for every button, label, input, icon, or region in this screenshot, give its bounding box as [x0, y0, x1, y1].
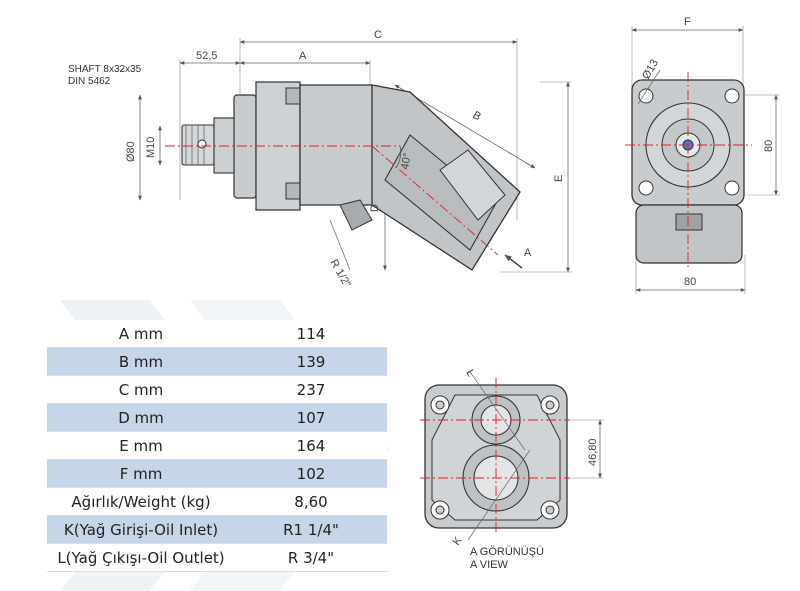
spec-label: D mm: [47, 403, 235, 432]
port-view-caption-line2: A VIEW: [470, 559, 509, 571]
dim-e-label: E: [553, 175, 565, 182]
spec-label: B mm: [47, 347, 235, 376]
front-view: [625, 26, 780, 294]
spec-value: R1 1/4": [235, 515, 387, 544]
spec-label: F mm: [47, 459, 235, 488]
shaft-note-line2: DIN 5462: [68, 76, 111, 87]
dim-m10: M10: [145, 137, 157, 158]
spec-row: L(Yağ Çıkışı-Oil Outlet)R 3/4": [47, 543, 387, 572]
spec-value: 102: [235, 459, 387, 488]
dim-front-height: 80: [763, 140, 775, 152]
dim-angle: 40°: [399, 152, 414, 170]
dim-port-spacing: 46,80: [587, 438, 599, 466]
dim-d-label: D: [369, 204, 381, 212]
dim-diameter-80: Ø80: [125, 141, 137, 162]
dim-k-label: K: [451, 534, 465, 547]
dim-c-label: C: [374, 29, 382, 41]
dim-f-label: F: [684, 16, 691, 28]
spec-label: L(Yağ Çıkışı-Oil Outlet): [47, 543, 235, 572]
spec-label: K(Yağ Girişi-Oil Inlet): [47, 515, 235, 544]
spec-value: 139: [235, 347, 387, 376]
spec-label: Ağırlık/Weight (kg): [47, 487, 235, 516]
dim-b-label: B: [471, 109, 483, 123]
dim-hole-diameter: Ø13: [640, 57, 661, 81]
spec-value: 237: [235, 375, 387, 404]
shaft-note-line1: SHAFT 8x32x35: [68, 64, 142, 75]
dim-l-label: L: [463, 368, 476, 379]
view-arrow-label: A: [524, 247, 532, 259]
dim-a-label: A: [299, 50, 307, 62]
spec-row: K(Yağ Girişi-Oil Inlet)R1 1/4": [47, 515, 387, 544]
spec-value: 8,60: [235, 487, 387, 516]
spec-value: 164: [235, 431, 387, 460]
spec-value: 107: [235, 403, 387, 432]
side-view: [138, 38, 572, 273]
dim-front-width: 80: [684, 276, 696, 288]
dim-52-5: 52,5: [196, 50, 217, 62]
port-view-caption-line1: A GÖRÜNÜŞÜ: [470, 546, 544, 558]
spec-label: E mm: [47, 431, 235, 460]
dim-r-half: R 1/2": [327, 258, 353, 290]
spec-row: Ağırlık/Weight (kg)8,60: [47, 487, 387, 516]
spec-value: 114: [235, 320, 387, 348]
port-view: [420, 371, 604, 541]
spec-value: R 3/4": [235, 543, 387, 572]
spec-label: A mm: [47, 320, 235, 348]
spec-label: C mm: [47, 375, 235, 404]
